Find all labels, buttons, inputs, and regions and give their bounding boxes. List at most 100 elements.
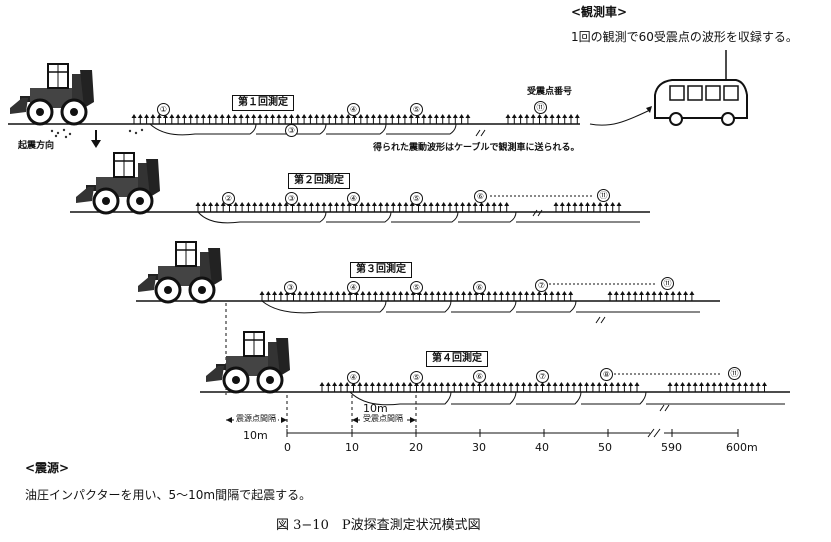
geophone-icon (748, 381, 755, 393)
geophone-icon (670, 290, 676, 302)
scale-tick-label: 40 (535, 441, 549, 454)
geophone-icon (663, 290, 670, 302)
geophone-icon (688, 290, 695, 302)
measurement-2-label: 第２回測定 (288, 173, 350, 189)
receiver-interval-value: 10m (363, 402, 388, 415)
geophone-icon (492, 290, 499, 302)
geophone-icon (533, 381, 540, 393)
geophone-icon (232, 201, 239, 213)
geophone-icon (602, 381, 609, 393)
geophone-icon (264, 201, 271, 213)
scale-tick-label: 30 (472, 441, 486, 454)
geophone-icon (615, 381, 622, 393)
geophone-icon (565, 201, 572, 213)
geophone-icon (511, 113, 518, 125)
geophone-icon (435, 290, 442, 302)
receiver-marker: ⑧ (600, 368, 613, 381)
geophone-icon (313, 113, 320, 125)
geophone-icon (549, 113, 556, 125)
geophone-icon (219, 113, 226, 125)
shot-direction-label: 起震方向 (18, 141, 55, 151)
source-heading: <震源> (25, 461, 70, 475)
geophone-icon (385, 290, 391, 302)
geophone-icon (484, 201, 491, 213)
geophone-icon (338, 113, 345, 125)
geophone-icon (498, 290, 505, 302)
geophone-icon (567, 290, 574, 302)
geophone-icon (608, 381, 615, 393)
geophone-icon (472, 201, 479, 213)
receiver-marker: ④ (347, 192, 360, 205)
geophone-icon (446, 113, 452, 125)
receiver-marker: ③ (285, 192, 298, 205)
geophone-icon (426, 381, 433, 393)
geophone-icon (603, 201, 610, 213)
geophone-icon (564, 381, 571, 393)
geophone-icon (339, 201, 346, 213)
van-icon (654, 50, 748, 126)
shot-dots-1 (50, 128, 144, 139)
geophone-icon (320, 113, 326, 125)
geophone-icon (195, 201, 201, 213)
scale-tick-label: 20 (409, 441, 423, 454)
geophone-icon (459, 201, 466, 213)
scale-tick-label: 0 (284, 441, 291, 454)
geophone-icon (555, 113, 562, 125)
geophone-icon (568, 113, 574, 125)
shot-arrow-head-icon (91, 140, 101, 148)
receiver-marker: ② (222, 192, 235, 205)
measurement-4-label: 第４回測定 (426, 351, 488, 367)
geophone-icon (400, 381, 407, 393)
row-3 (136, 240, 720, 395)
geophone-icon (383, 113, 389, 125)
geophone-icon (761, 381, 768, 393)
geophone-icon (302, 201, 309, 213)
cable-3 (261, 300, 700, 314)
geophone-icon (589, 381, 596, 393)
geophone-icon (476, 381, 483, 393)
geophone-icon (359, 290, 366, 302)
geophone-icon (391, 290, 398, 302)
scale-tick-label: 590 (661, 441, 682, 454)
geophone-icon (553, 201, 559, 213)
geophone-icon (419, 381, 426, 393)
receiver-marker: ⑦ (536, 370, 549, 383)
geophone-icon (427, 113, 434, 125)
geophone-icon (303, 290, 310, 302)
geophone-icon (717, 381, 724, 393)
geophone-icon (429, 290, 436, 302)
geophone-icon (371, 201, 378, 213)
geophone-icon (200, 113, 207, 125)
geophone-icon (495, 381, 502, 393)
geophone-icon (453, 201, 460, 213)
geophone-icon (452, 113, 459, 125)
receiver-marker: ⑪ (728, 367, 741, 380)
geophone-icon (597, 201, 604, 213)
row-4 (200, 330, 790, 406)
shot-interval-label: 震源点間隔 (234, 414, 278, 423)
receiver-interval-label: 受震点間隔 (361, 414, 405, 423)
geophone-icon (295, 201, 302, 213)
source-description: 油圧インパクターを用い、5〜10m間隔で起震する。 (25, 488, 312, 502)
cable-to-van (589, 109, 651, 126)
geophone-icon (213, 201, 220, 213)
geophone-icon (523, 113, 530, 125)
geophone-icon (397, 290, 404, 302)
geophone-icon (251, 201, 258, 213)
cable-arrow-icon (646, 106, 652, 113)
geophone-icon (301, 113, 308, 125)
geophones-4 (319, 381, 768, 393)
geophone-icon (529, 290, 536, 302)
geophone-icon (445, 381, 451, 393)
receiver-marker: ⑤ (410, 371, 423, 384)
measurement-1-label: 第１回測定 (232, 95, 294, 111)
geophone-icon (644, 290, 651, 302)
geophone-icon (258, 201, 264, 213)
geophone-icon (366, 290, 373, 302)
geophone-icon (583, 381, 590, 393)
geophone-icon (277, 290, 284, 302)
geophone-icon (250, 113, 257, 125)
geophone-icon (422, 290, 429, 302)
geophone-icon (571, 381, 577, 393)
geophone-icon (616, 201, 622, 213)
